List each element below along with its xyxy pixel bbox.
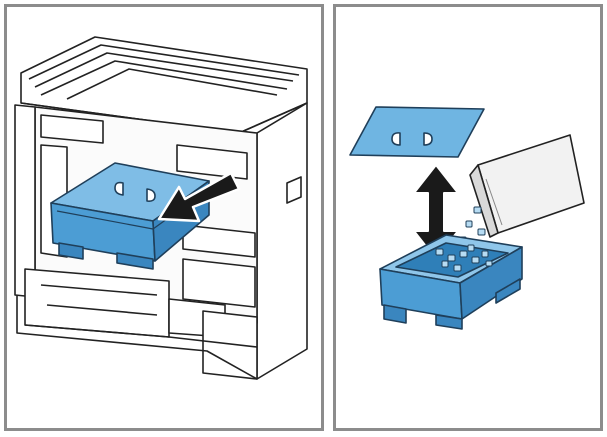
- panel-refill-container: [333, 4, 603, 431]
- removal-arrow-icon: [157, 171, 241, 223]
- ice-bag-icon: [469, 134, 585, 238]
- panel-remove-container: [4, 4, 324, 431]
- ice-container-right: [379, 234, 523, 330]
- lid-grip-right: [146, 188, 156, 202]
- container-ice: [435, 244, 493, 272]
- side-handle-slot: [286, 176, 302, 204]
- container-lid: [349, 106, 485, 158]
- refill-illustration: [349, 106, 585, 330]
- appliance-side-wall: [256, 102, 308, 380]
- appliance-illustration: [14, 36, 308, 380]
- lid-grip-left: [114, 181, 124, 196]
